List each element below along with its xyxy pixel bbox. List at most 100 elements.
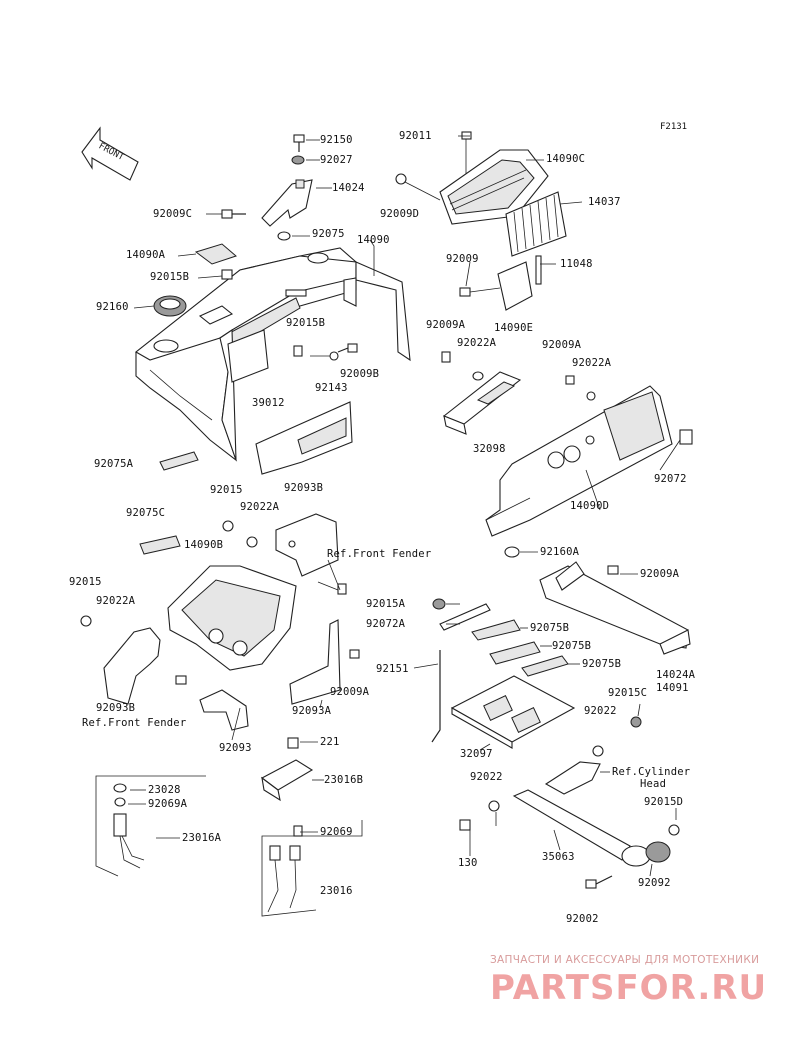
plate-14090A <box>194 243 237 265</box>
bolt-221 <box>287 737 299 749</box>
part-label: 92022A <box>96 595 136 607</box>
part-label: 92009A <box>330 686 370 698</box>
part-label: 14090B <box>184 539 224 551</box>
bolt-ref-front-fender <box>317 581 347 595</box>
part-label: 92022 <box>470 771 503 783</box>
part-label: 92027 <box>320 154 353 166</box>
front-arrow-icon: FRONT <box>81 126 139 181</box>
bolt-92009 <box>459 287 501 297</box>
watermark-tagline: ЗАПЧАСТИ И АКСЕССУАРЫ ДЛЯ МОТОТЕХНИКИ <box>490 954 760 966</box>
nut-92075 <box>277 231 291 241</box>
part-label: 92069A <box>148 798 188 810</box>
nut-92022-right <box>592 745 604 757</box>
part-label: 92092 <box>638 877 671 889</box>
part-label: 92075B <box>582 658 622 670</box>
grommet-92160A <box>504 546 520 558</box>
bolt-92150 <box>293 134 305 152</box>
part-label: 92072A <box>366 618 406 630</box>
part-label: 92093A <box>292 705 332 717</box>
bracket-92093A <box>289 619 341 705</box>
part-label: 221 <box>320 736 340 748</box>
pad-92075C <box>139 535 181 555</box>
part-label: 92009B <box>340 368 380 380</box>
part-label: 92093B <box>284 482 324 494</box>
part-label: 23016B <box>324 774 364 786</box>
part-label: 92022A <box>457 337 497 349</box>
part-label: 14090E <box>494 322 534 334</box>
bracket-92093B-left <box>103 627 161 705</box>
tray-32097 <box>450 675 576 749</box>
part-label: 23016A <box>182 832 222 844</box>
part-label: 92069 <box>320 826 353 838</box>
rod-92151 <box>431 650 441 743</box>
relay-23016B <box>260 759 314 802</box>
part-label: 92009A <box>640 568 680 580</box>
part-label: 92075B <box>530 622 570 634</box>
bracket-32098 <box>442 371 522 435</box>
part-label: 92075A <box>94 458 134 470</box>
panel-39012 <box>255 401 353 475</box>
bracket-14024 <box>261 179 313 227</box>
nut-92015C <box>630 716 642 728</box>
bolt-92009A-right2 <box>607 565 619 575</box>
part-label: 14090A <box>126 249 166 261</box>
part-label: 32097 <box>460 748 493 760</box>
part-label: 92002 <box>566 913 599 925</box>
leader-lines <box>128 135 681 877</box>
bolt-130 <box>459 819 471 831</box>
plate-14090E <box>497 261 533 311</box>
part-label: 32098 <box>473 443 506 455</box>
cover-14090C <box>439 149 549 225</box>
part-label: 14037 <box>588 196 621 208</box>
clip-92015B-lower <box>293 345 303 357</box>
part-label: 92160A <box>540 546 580 558</box>
washer-92022A <box>472 371 484 381</box>
bolt-92009B <box>337 343 358 353</box>
part-label: 92015 <box>210 484 243 496</box>
ref-label: Ref.Front Fender <box>327 548 432 560</box>
part-label: 92160 <box>96 301 129 313</box>
bolt-92093B-left <box>175 675 187 685</box>
bushing-92092 <box>645 841 671 863</box>
front-housing-14090 <box>135 247 411 462</box>
washer-92022A-right <box>586 391 596 401</box>
part-label: 92009 <box>446 253 479 265</box>
bolt-92009D <box>395 173 441 201</box>
pad-92075B-1 <box>471 619 521 641</box>
part-label: 92009C <box>153 208 193 220</box>
part-label: 92015B <box>150 271 190 283</box>
ref-label: Head <box>640 778 667 790</box>
part-label: 92075C <box>126 507 166 519</box>
bolt-92009A <box>441 351 451 363</box>
part-label: 14090D <box>570 500 610 512</box>
part-label: 130 <box>458 857 478 869</box>
part-label: 92015B <box>286 317 326 329</box>
nut-92027 <box>291 155 305 165</box>
part-label: 35063 <box>542 851 575 863</box>
part-label: 92009D <box>380 208 420 220</box>
part-label: 92015A <box>366 598 406 610</box>
part-label: 14024A <box>656 669 696 681</box>
washer-92022A-left <box>246 536 258 548</box>
part-label: 39012 <box>252 397 285 409</box>
ref-label: Ref.Cylinder <box>612 766 691 778</box>
bolt-92002 <box>585 875 613 889</box>
ref-label: Ref.Front Fender <box>82 717 187 729</box>
rod-11048 <box>535 255 542 285</box>
watermark-logo: PARTSFOR.RU <box>490 968 768 1008</box>
part-label: 14091 <box>656 682 689 694</box>
part-label: 92143 <box>315 382 348 394</box>
part-label: 14090C <box>546 153 586 165</box>
part-label: 14090 <box>357 234 390 246</box>
nut-92015A <box>432 598 446 610</box>
strap-92072A <box>439 603 491 631</box>
part-label: 23028 <box>148 784 181 796</box>
group-box-23016 <box>261 820 363 917</box>
washer-92022-lower <box>488 800 500 812</box>
part-label: 92009A <box>426 319 466 331</box>
side-panel-14090D <box>485 385 673 537</box>
part-label: 92075 <box>312 228 345 240</box>
part-label: 23016 <box>320 885 353 897</box>
clip-92072 <box>679 429 693 445</box>
